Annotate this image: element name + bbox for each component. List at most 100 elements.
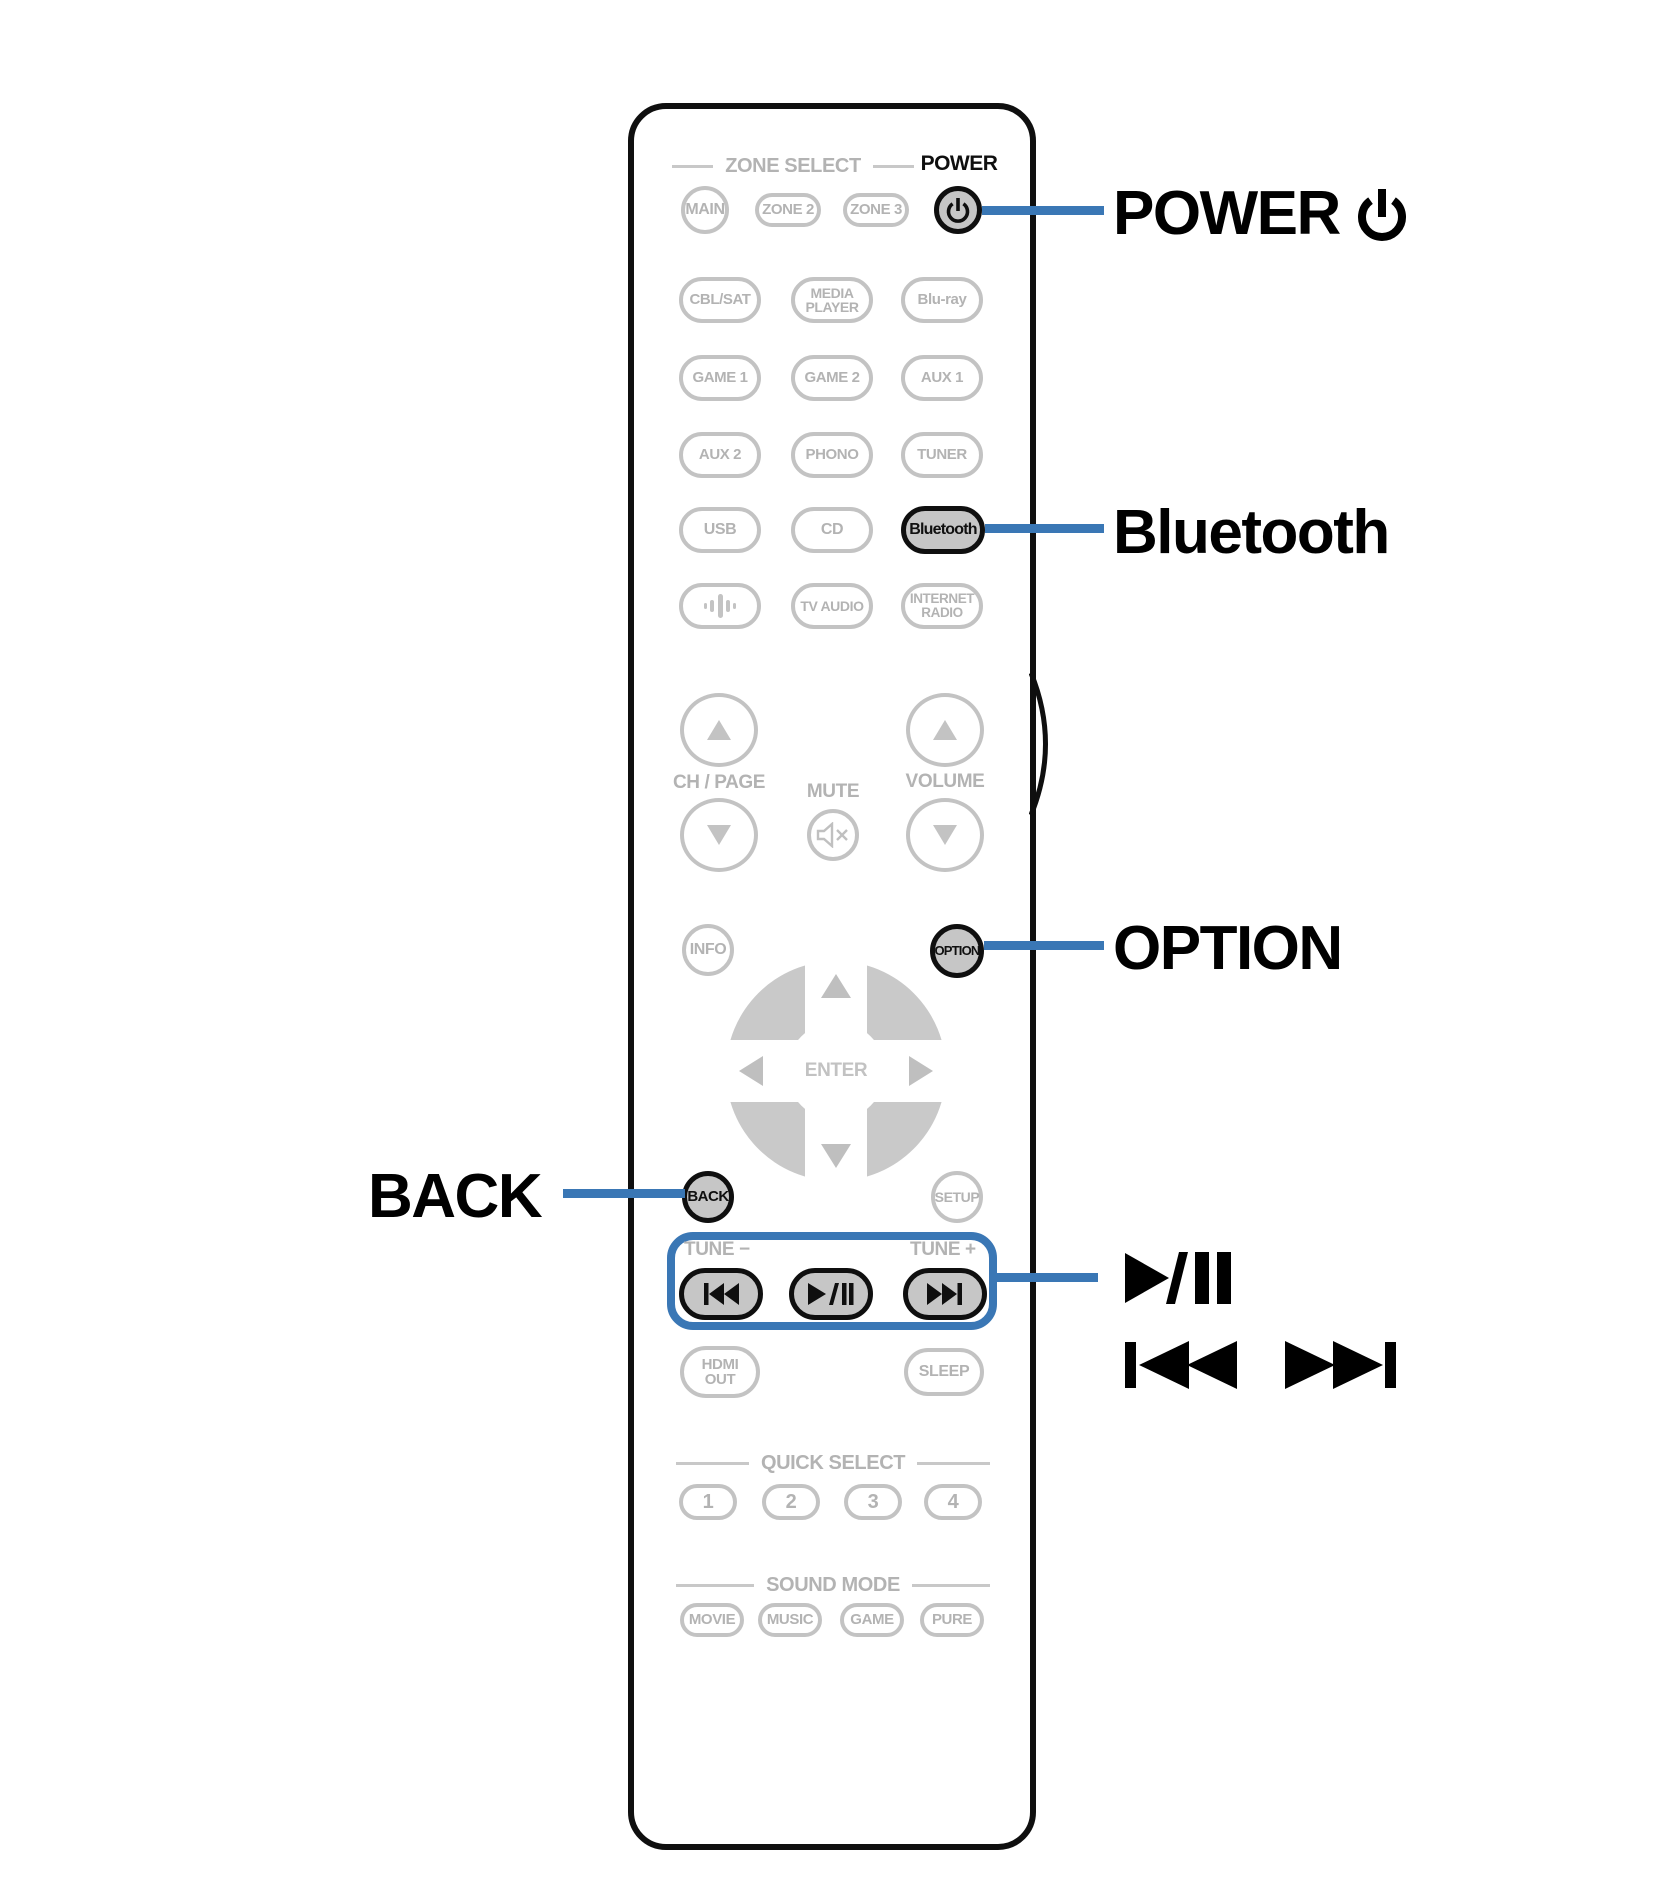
back-callout-label: BACK — [368, 1162, 543, 1231]
music-label: MUSIC — [766, 1611, 814, 1629]
tuner-button[interactable]: TUNER — [901, 432, 983, 478]
sleep-button[interactable]: SLEEP — [904, 1348, 984, 1396]
power-callout: POWER — [1113, 178, 1408, 249]
power-standby-icon — [1357, 188, 1406, 241]
hdmi-out-label-line1: HDMI — [701, 1355, 739, 1373]
mute-button[interactable] — [807, 809, 859, 861]
dpad-right-button[interactable] — [909, 1056, 933, 1086]
game1-button[interactable]: GAME 1 — [679, 355, 761, 401]
header-dash — [676, 1584, 755, 1587]
bluetooth-button[interactable]: Bluetooth — [901, 506, 985, 554]
cursor-pad: ENTER — [726, 961, 946, 1181]
quick-select-2-button[interactable]: 2 — [762, 1484, 820, 1520]
ch-page-down-button[interactable] — [680, 798, 758, 872]
zone3-button[interactable]: ZONE 3 — [843, 193, 909, 227]
main-button-label: MAIN — [685, 200, 725, 218]
tuner-label: TUNER — [917, 446, 967, 464]
power-callout-label: POWER — [1113, 179, 1341, 248]
internet-radio-button[interactable]: INTERNET RADIO — [901, 583, 983, 629]
quick-select-4-button[interactable]: 4 — [924, 1484, 982, 1520]
setup-label: SETUP — [934, 1188, 980, 1205]
blu-ray-button[interactable]: Blu-ray — [901, 277, 983, 323]
option-callout-line — [984, 941, 1104, 950]
play-pause-callout-icon — [1125, 1252, 1231, 1304]
skip-back-button[interactable] — [679, 1268, 763, 1320]
enter-button[interactable]: ENTER — [787, 1022, 885, 1120]
sound-mode-header: SOUND MODE — [676, 1574, 991, 1597]
dpad-left-button[interactable] — [739, 1056, 763, 1086]
tune-minus-label: TUNE − — [684, 1239, 750, 1260]
hdmi-out-button[interactable]: HDMI OUT — [680, 1346, 760, 1398]
back-button[interactable]: BACK — [682, 1171, 734, 1223]
aux1-label: AUX 1 — [920, 369, 964, 387]
game-label: GAME — [850, 1611, 894, 1629]
ch-page-up-button[interactable] — [680, 693, 758, 767]
info-button[interactable]: INFO — [682, 924, 734, 976]
bluetooth-callout-label: Bluetooth — [1113, 498, 1390, 567]
dpad-up-button[interactable] — [821, 974, 851, 998]
skip-callout-icon — [1125, 1341, 1396, 1389]
power-callout-line — [982, 206, 1104, 215]
back-callout: BACK — [368, 1161, 543, 1232]
tune-plus-label: TUNE + — [910, 1239, 976, 1260]
game2-label: GAME 2 — [804, 369, 860, 387]
cd-button[interactable]: CD — [791, 507, 873, 553]
volume-up-button[interactable] — [906, 693, 984, 767]
option-callout-label: OPTION — [1113, 914, 1343, 983]
bluetooth-callout: Bluetooth — [1113, 497, 1390, 568]
triangle-down-icon — [707, 825, 731, 845]
movie-button[interactable]: MOVIE — [680, 1603, 744, 1637]
quick-select-1-button[interactable]: 1 — [679, 1484, 737, 1520]
tv-audio-button[interactable]: TV AUDIO — [791, 583, 873, 629]
quick-select-1-label: 1 — [702, 1490, 714, 1513]
setup-button[interactable]: SETUP — [931, 1171, 983, 1223]
usb-button[interactable]: USB — [679, 507, 761, 553]
phono-label: PHONO — [805, 446, 859, 464]
sound-mode-label: SOUND MODE — [766, 1574, 900, 1596]
quick-select-4-label: 4 — [947, 1490, 959, 1513]
game2-button[interactable]: GAME 2 — [791, 355, 873, 401]
info-label: INFO — [689, 940, 727, 958]
quick-select-2-label: 2 — [785, 1490, 797, 1513]
aux1-button[interactable]: AUX 1 — [901, 355, 983, 401]
zone-select-header: ZONE SELECT — [672, 155, 914, 178]
header-dash — [676, 1462, 749, 1465]
cbl-sat-button[interactable]: CBL/SAT — [679, 277, 761, 323]
prev-track-icon — [704, 1283, 739, 1305]
cd-label: CD — [820, 520, 844, 538]
dpad-down-button[interactable] — [821, 1144, 851, 1168]
aux2-button[interactable]: AUX 2 — [679, 432, 761, 478]
power-icon — [946, 198, 970, 223]
quick-select-header: QUICK SELECT — [676, 1452, 991, 1475]
volume-down-button[interactable] — [906, 798, 984, 872]
speaker-mute-icon — [816, 822, 848, 848]
ch-page-label: CH / PAGE — [672, 772, 766, 793]
movie-label: MOVIE — [688, 1611, 736, 1629]
media-player-button[interactable]: MEDIA PLAYER — [791, 277, 873, 323]
header-dash — [911, 1584, 991, 1587]
audio-signal-button[interactable] — [679, 583, 761, 629]
phono-button[interactable]: PHONO — [791, 432, 873, 478]
main-button[interactable]: MAIN — [681, 186, 729, 234]
play-pause-button[interactable] — [789, 1268, 873, 1320]
zone3-button-label: ZONE 3 — [850, 201, 902, 219]
option-button[interactable]: OPTION — [930, 924, 984, 978]
quick-select-3-label: 3 — [867, 1490, 879, 1513]
enter-label: ENTER — [804, 1060, 868, 1081]
power-button[interactable] — [934, 186, 982, 234]
game-button[interactable]: GAME — [840, 1603, 904, 1637]
play-pause-icon — [808, 1283, 854, 1305]
skip-forward-button[interactable] — [903, 1268, 987, 1320]
internet-radio-label-line2: RADIO — [921, 605, 963, 620]
power-small-label: POWER — [920, 152, 998, 175]
pure-button[interactable]: PURE — [920, 1603, 984, 1637]
music-button[interactable]: MUSIC — [758, 1603, 822, 1637]
header-dash — [872, 165, 914, 168]
transport-group-highlight — [667, 1232, 997, 1330]
bluetooth-button-label: Bluetooth — [909, 520, 977, 538]
tv-audio-label: TV AUDIO — [800, 597, 864, 614]
option-callout: OPTION — [1113, 913, 1343, 984]
zone-select-label: ZONE SELECT — [725, 155, 861, 177]
zone2-button[interactable]: ZONE 2 — [755, 193, 821, 227]
quick-select-3-button[interactable]: 3 — [844, 1484, 902, 1520]
